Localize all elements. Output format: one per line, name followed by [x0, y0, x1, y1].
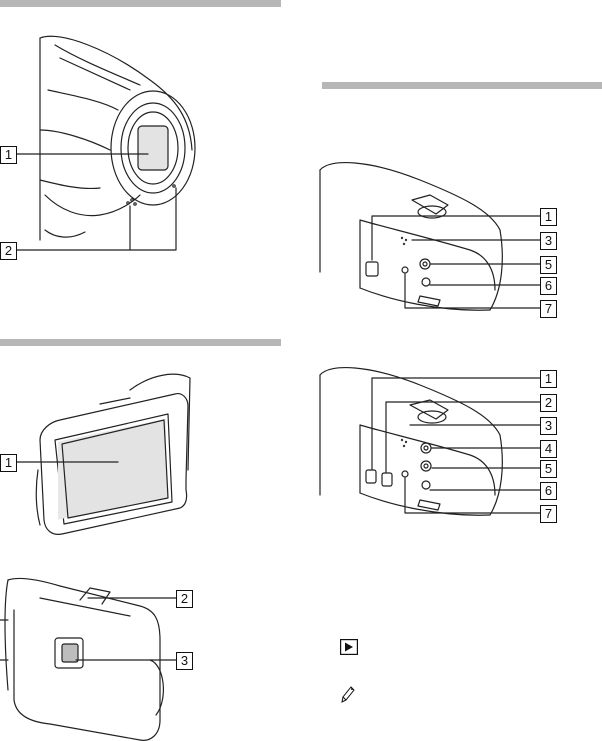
play-icon — [340, 639, 358, 655]
callout-top-7: 7 — [540, 300, 557, 318]
callout-bottom-3: 3 — [540, 417, 557, 435]
callout-bottom-4: 4 — [540, 440, 557, 458]
callout-side-3: 3 — [176, 652, 193, 670]
callout-lcd-1: 1 — [0, 454, 17, 472]
callout-top-6: 6 — [540, 277, 557, 295]
side-controls-view-bottom — [320, 368, 540, 516]
lens-front-view — [17, 36, 195, 250]
callout-top-1: 1 — [540, 208, 557, 226]
callout-side-2: 2 — [176, 590, 193, 608]
callout-bottom-6: 6 — [540, 482, 557, 500]
callout-bottom-7: 7 — [540, 505, 557, 523]
lcd-panel-view — [17, 374, 190, 534]
callout-bottom-1: 1 — [540, 370, 557, 388]
side-controls-view-top — [320, 163, 540, 311]
callout-lens-1: 1 — [0, 146, 17, 164]
edit-pen-icon — [341, 686, 355, 704]
callout-lens-2: 2 — [0, 242, 17, 260]
callout-bottom-5: 5 — [540, 460, 557, 478]
callout-top-3: 3 — [540, 232, 557, 250]
callout-bottom-2: 2 — [540, 394, 557, 412]
callout-top-5: 5 — [540, 256, 557, 274]
camera-side-view — [0, 578, 176, 740]
